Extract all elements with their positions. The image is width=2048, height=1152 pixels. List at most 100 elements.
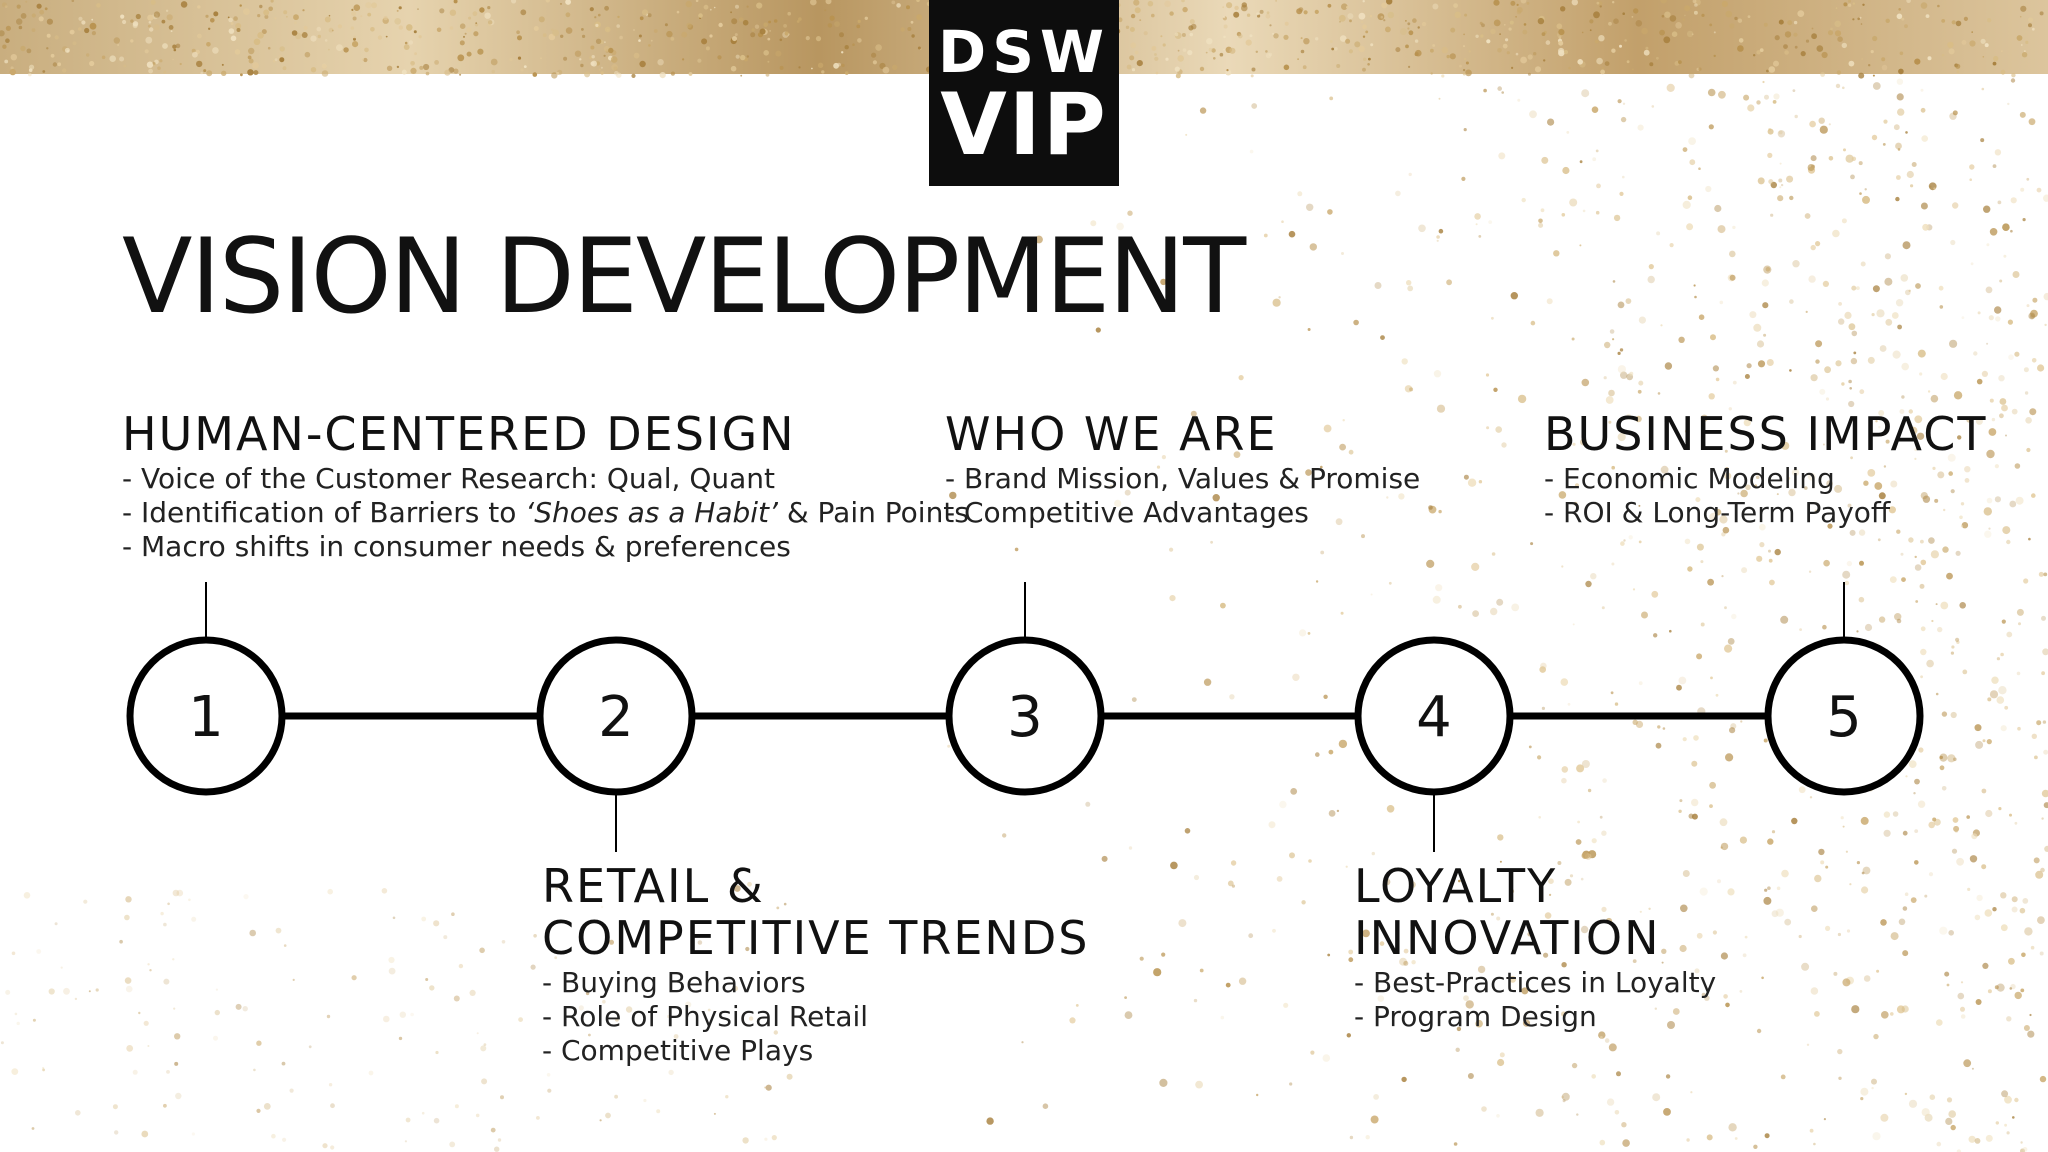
glitter-dot bbox=[1161, 455, 1166, 460]
glitter-dot bbox=[1572, 623, 1575, 626]
glitter-dot bbox=[1543, 952, 1549, 958]
glitter-dot bbox=[1872, 82, 1881, 90]
glitter-dot bbox=[511, 0, 517, 4]
glitter-dot bbox=[1794, 45, 1798, 49]
glitter-dot bbox=[16, 1021, 20, 1026]
glitter-dot bbox=[1185, 133, 1188, 136]
glitter-dot bbox=[1720, 952, 1728, 960]
glitter-dot bbox=[1622, 1139, 1630, 1147]
glitter-dot bbox=[228, 17, 233, 23]
glitter-dot bbox=[1625, 413, 1632, 420]
glitter-dot bbox=[175, 43, 181, 49]
glitter-dot bbox=[1538, 816, 1541, 819]
glitter-dot bbox=[1561, 962, 1567, 968]
glitter-dot bbox=[2017, 726, 2021, 731]
glitter-dot bbox=[410, 1012, 414, 1017]
glitter-dot bbox=[32, 1018, 36, 1022]
glitter-dot bbox=[1896, 78, 1904, 85]
glitter-dot bbox=[1233, 11, 1240, 18]
glitter-dot bbox=[1501, 91, 1504, 94]
glitter-dot bbox=[1845, 850, 1848, 853]
glitter-dot bbox=[1821, 51, 1828, 59]
glitter-dot bbox=[1619, 348, 1624, 352]
glitter-dot bbox=[1932, 466, 1936, 470]
glitter-dot bbox=[1206, 38, 1213, 45]
glitter-dot bbox=[1511, 66, 1514, 69]
node-1-circle bbox=[126, 636, 286, 796]
glitter-dot bbox=[1471, 562, 1480, 572]
glitter-dot bbox=[907, 27, 912, 31]
glitter-dot bbox=[282, 1137, 287, 1142]
glitter-dot bbox=[1436, 235, 1440, 239]
glitter-dot bbox=[126, 1045, 134, 1052]
glitter-dot bbox=[1302, 65, 1307, 70]
glitter-dot bbox=[872, 60, 878, 65]
glitter-dot bbox=[2014, 463, 2021, 469]
glitter-dot bbox=[132, 21, 139, 27]
glitter-dot bbox=[509, 57, 513, 62]
glitter-dot bbox=[1348, 949, 1354, 955]
glitter-dot bbox=[1858, 529, 1866, 536]
glitter-dot bbox=[1367, 63, 1370, 66]
glitter-dot bbox=[1109, 484, 1114, 489]
glitter-dot bbox=[1203, 678, 1212, 686]
glitter-dot bbox=[1962, 669, 1968, 675]
glitter-dot bbox=[330, 1145, 335, 1150]
glitter-dot bbox=[1188, 25, 1194, 31]
glitter-dot bbox=[1996, 983, 2005, 992]
glitter-dot bbox=[1486, 39, 1491, 44]
glitter-dot bbox=[101, 55, 106, 60]
glitter-dot bbox=[1436, 239, 1439, 242]
glitter-dot bbox=[1354, 41, 1361, 48]
glitter-dot bbox=[20, 45, 26, 52]
glitter-dot bbox=[466, 51, 472, 57]
glitter-dot bbox=[423, 63, 430, 71]
glitter-dot bbox=[1353, 319, 1359, 326]
glitter-dot bbox=[69, 30, 74, 35]
glitter-dot bbox=[1669, 15, 1677, 22]
glitter-dot bbox=[1947, 754, 1956, 763]
glitter-dot bbox=[1315, 580, 1319, 583]
glitter-dot bbox=[676, 10, 680, 14]
glitter-dot bbox=[1233, 507, 1237, 512]
glitter-dot bbox=[433, 920, 440, 927]
glitter-dot bbox=[2026, 447, 2031, 453]
glitter-dot bbox=[1596, 57, 1603, 65]
glitter-dot bbox=[1966, 815, 1970, 819]
glitter-dot bbox=[1729, 274, 1736, 281]
glitter-dot bbox=[168, 25, 174, 30]
glitter-dot bbox=[1883, 811, 1891, 818]
glitter-dot bbox=[1719, 515, 1728, 524]
glitter-dot bbox=[1474, 213, 1481, 220]
glitter-dot bbox=[1632, 959, 1637, 963]
glitter-dot bbox=[1199, 66, 1205, 72]
glitter-dot bbox=[1971, 31, 1973, 33]
glitter-dot bbox=[1348, 449, 1354, 455]
glitter-dot bbox=[501, 940, 506, 944]
glitter-dot bbox=[1999, 413, 2004, 419]
glitter-dot bbox=[1686, 30, 1694, 38]
glitter-dot bbox=[892, 64, 898, 71]
glitter-dot bbox=[1441, 46, 1449, 54]
glitter-dot bbox=[1251, 103, 1258, 109]
glitter-dot bbox=[1134, 50, 1139, 55]
glitter-dot bbox=[2021, 952, 2026, 958]
glitter-dot bbox=[1920, 559, 1927, 566]
glitter-dot bbox=[574, 50, 582, 57]
stage-1-bullet: - Macro shifts in consumer needs & prefe… bbox=[122, 530, 791, 563]
glitter-dot bbox=[1450, 27, 1456, 33]
glitter-dot bbox=[1714, 508, 1722, 516]
glitter-dot bbox=[1600, 1036, 1603, 1039]
glitter-dot bbox=[1884, 277, 1893, 286]
glitter-dot bbox=[1950, 711, 1957, 719]
glitter-dot bbox=[1885, 318, 1893, 326]
glitter-dot bbox=[197, 5, 201, 9]
glitter-dot bbox=[545, 0, 550, 3]
glitter-dot bbox=[14, 1012, 18, 1016]
glitter-dot bbox=[1956, 1149, 1962, 1152]
glitter-dot bbox=[1894, 613, 1902, 621]
glitter-dot bbox=[1441, 74, 1445, 78]
glitter-dot bbox=[540, 57, 542, 60]
glitter-dot bbox=[2043, 749, 2048, 755]
glitter-dot bbox=[738, 17, 744, 22]
